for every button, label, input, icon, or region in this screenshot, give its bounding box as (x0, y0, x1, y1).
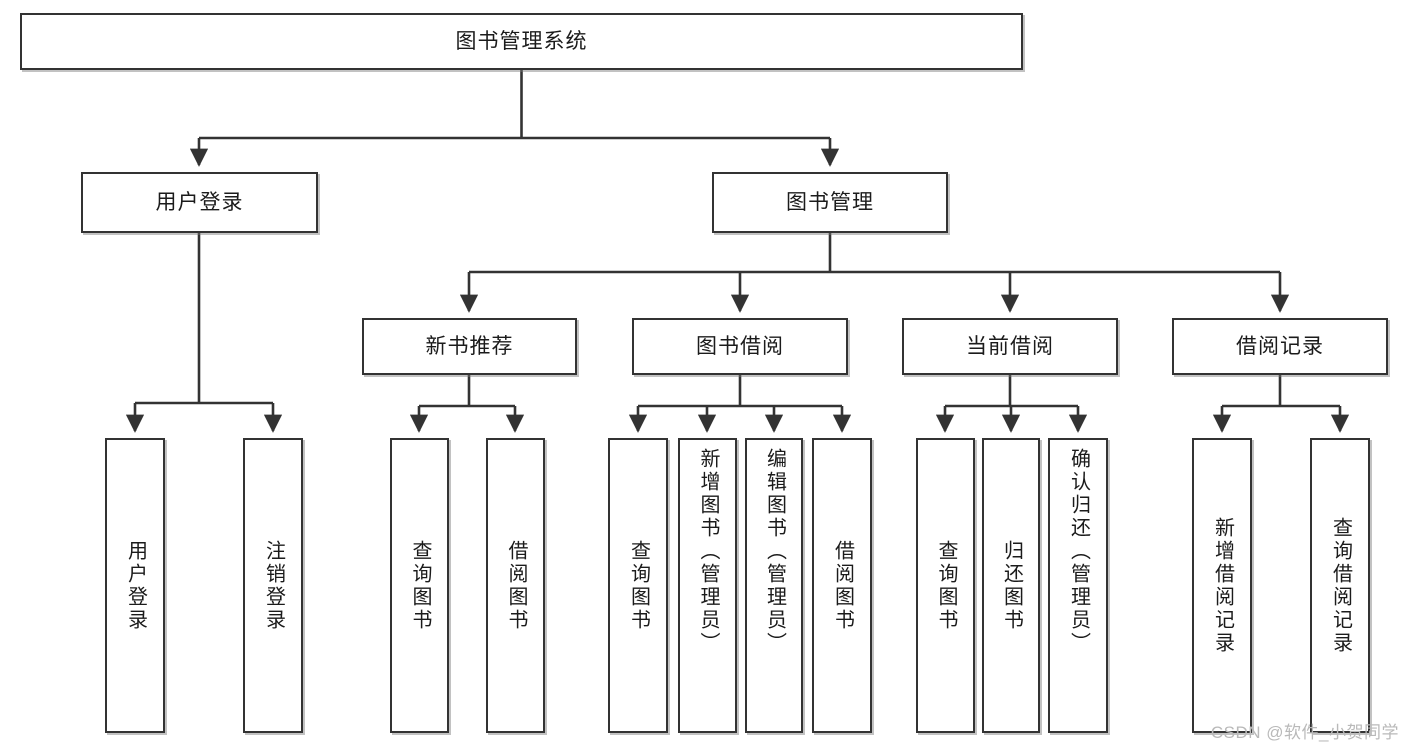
node-current-borrow-label: 当前借阅 (966, 335, 1054, 358)
leaf-logout-label: 注销登录 (262, 539, 285, 632)
leaf-query-book-current-label: 查询图书 (935, 539, 957, 632)
node-borrow-record[interactable]: 借阅记录 (1172, 318, 1388, 375)
leaf-confirm-return-admin-label: 确认归还（管理员） (1067, 448, 1090, 655)
leaf-borrow-book[interactable]: 借阅图书 (812, 438, 872, 733)
leaf-query-book-borrow[interactable]: 查询图书 (608, 438, 668, 733)
leaf-confirm-return-admin[interactable]: 确认归还（管理员） (1048, 438, 1108, 733)
leaf-edit-book-admin[interactable]: 编辑图书（管理员） (745, 438, 803, 733)
leaf-edit-book-admin-label: 编辑图书（管理员） (763, 448, 786, 655)
leaf-add-borrow-record-label: 新增借阅记录 (1211, 516, 1234, 655)
node-book-management-label: 图书管理 (786, 191, 874, 214)
leaf-borrow-book-newbook-label: 借阅图书 (505, 539, 527, 632)
leaf-add-book-admin[interactable]: 新增图书（管理员） (678, 438, 737, 733)
node-current-borrow[interactable]: 当前借阅 (902, 318, 1118, 375)
leaf-user-login[interactable]: 用户登录 (105, 438, 165, 733)
leaf-query-borrow-record-label: 查询借阅记录 (1329, 516, 1352, 655)
leaf-add-borrow-record[interactable]: 新增借阅记录 (1192, 438, 1252, 733)
node-new-book-recommend-label: 新书推荐 (425, 335, 514, 358)
leaf-query-book-borrow-label: 查询图书 (627, 539, 650, 632)
leaf-return-book[interactable]: 归还图书 (982, 438, 1040, 733)
leaf-query-book-newbook-label: 查询图书 (409, 539, 431, 632)
leaf-logout[interactable]: 注销登录 (243, 438, 303, 733)
node-book-borrow[interactable]: 图书借阅 (632, 318, 848, 375)
node-user-login-label: 用户登录 (155, 191, 244, 214)
leaf-query-book-newbook[interactable]: 查询图书 (390, 438, 449, 733)
node-new-book-recommend[interactable]: 新书推荐 (362, 318, 577, 375)
leaf-borrow-book-newbook[interactable]: 借阅图书 (486, 438, 545, 733)
leaf-user-login-label: 用户登录 (124, 539, 147, 632)
leaf-borrow-book-label: 借阅图书 (831, 539, 854, 632)
node-borrow-record-label: 借阅记录 (1236, 335, 1324, 358)
node-root-system[interactable]: 图书管理系统 (20, 13, 1023, 70)
leaf-add-book-admin-label: 新增图书（管理员） (697, 448, 719, 655)
leaf-query-borrow-record[interactable]: 查询借阅记录 (1310, 438, 1370, 733)
leaf-return-book-label: 归还图书 (1000, 539, 1023, 632)
node-book-management[interactable]: 图书管理 (712, 172, 948, 233)
node-root-label: 图书管理系统 (455, 30, 588, 53)
leaf-query-book-current[interactable]: 查询图书 (916, 438, 975, 733)
node-book-borrow-label: 图书借阅 (696, 335, 784, 358)
node-user-login[interactable]: 用户登录 (81, 172, 318, 233)
